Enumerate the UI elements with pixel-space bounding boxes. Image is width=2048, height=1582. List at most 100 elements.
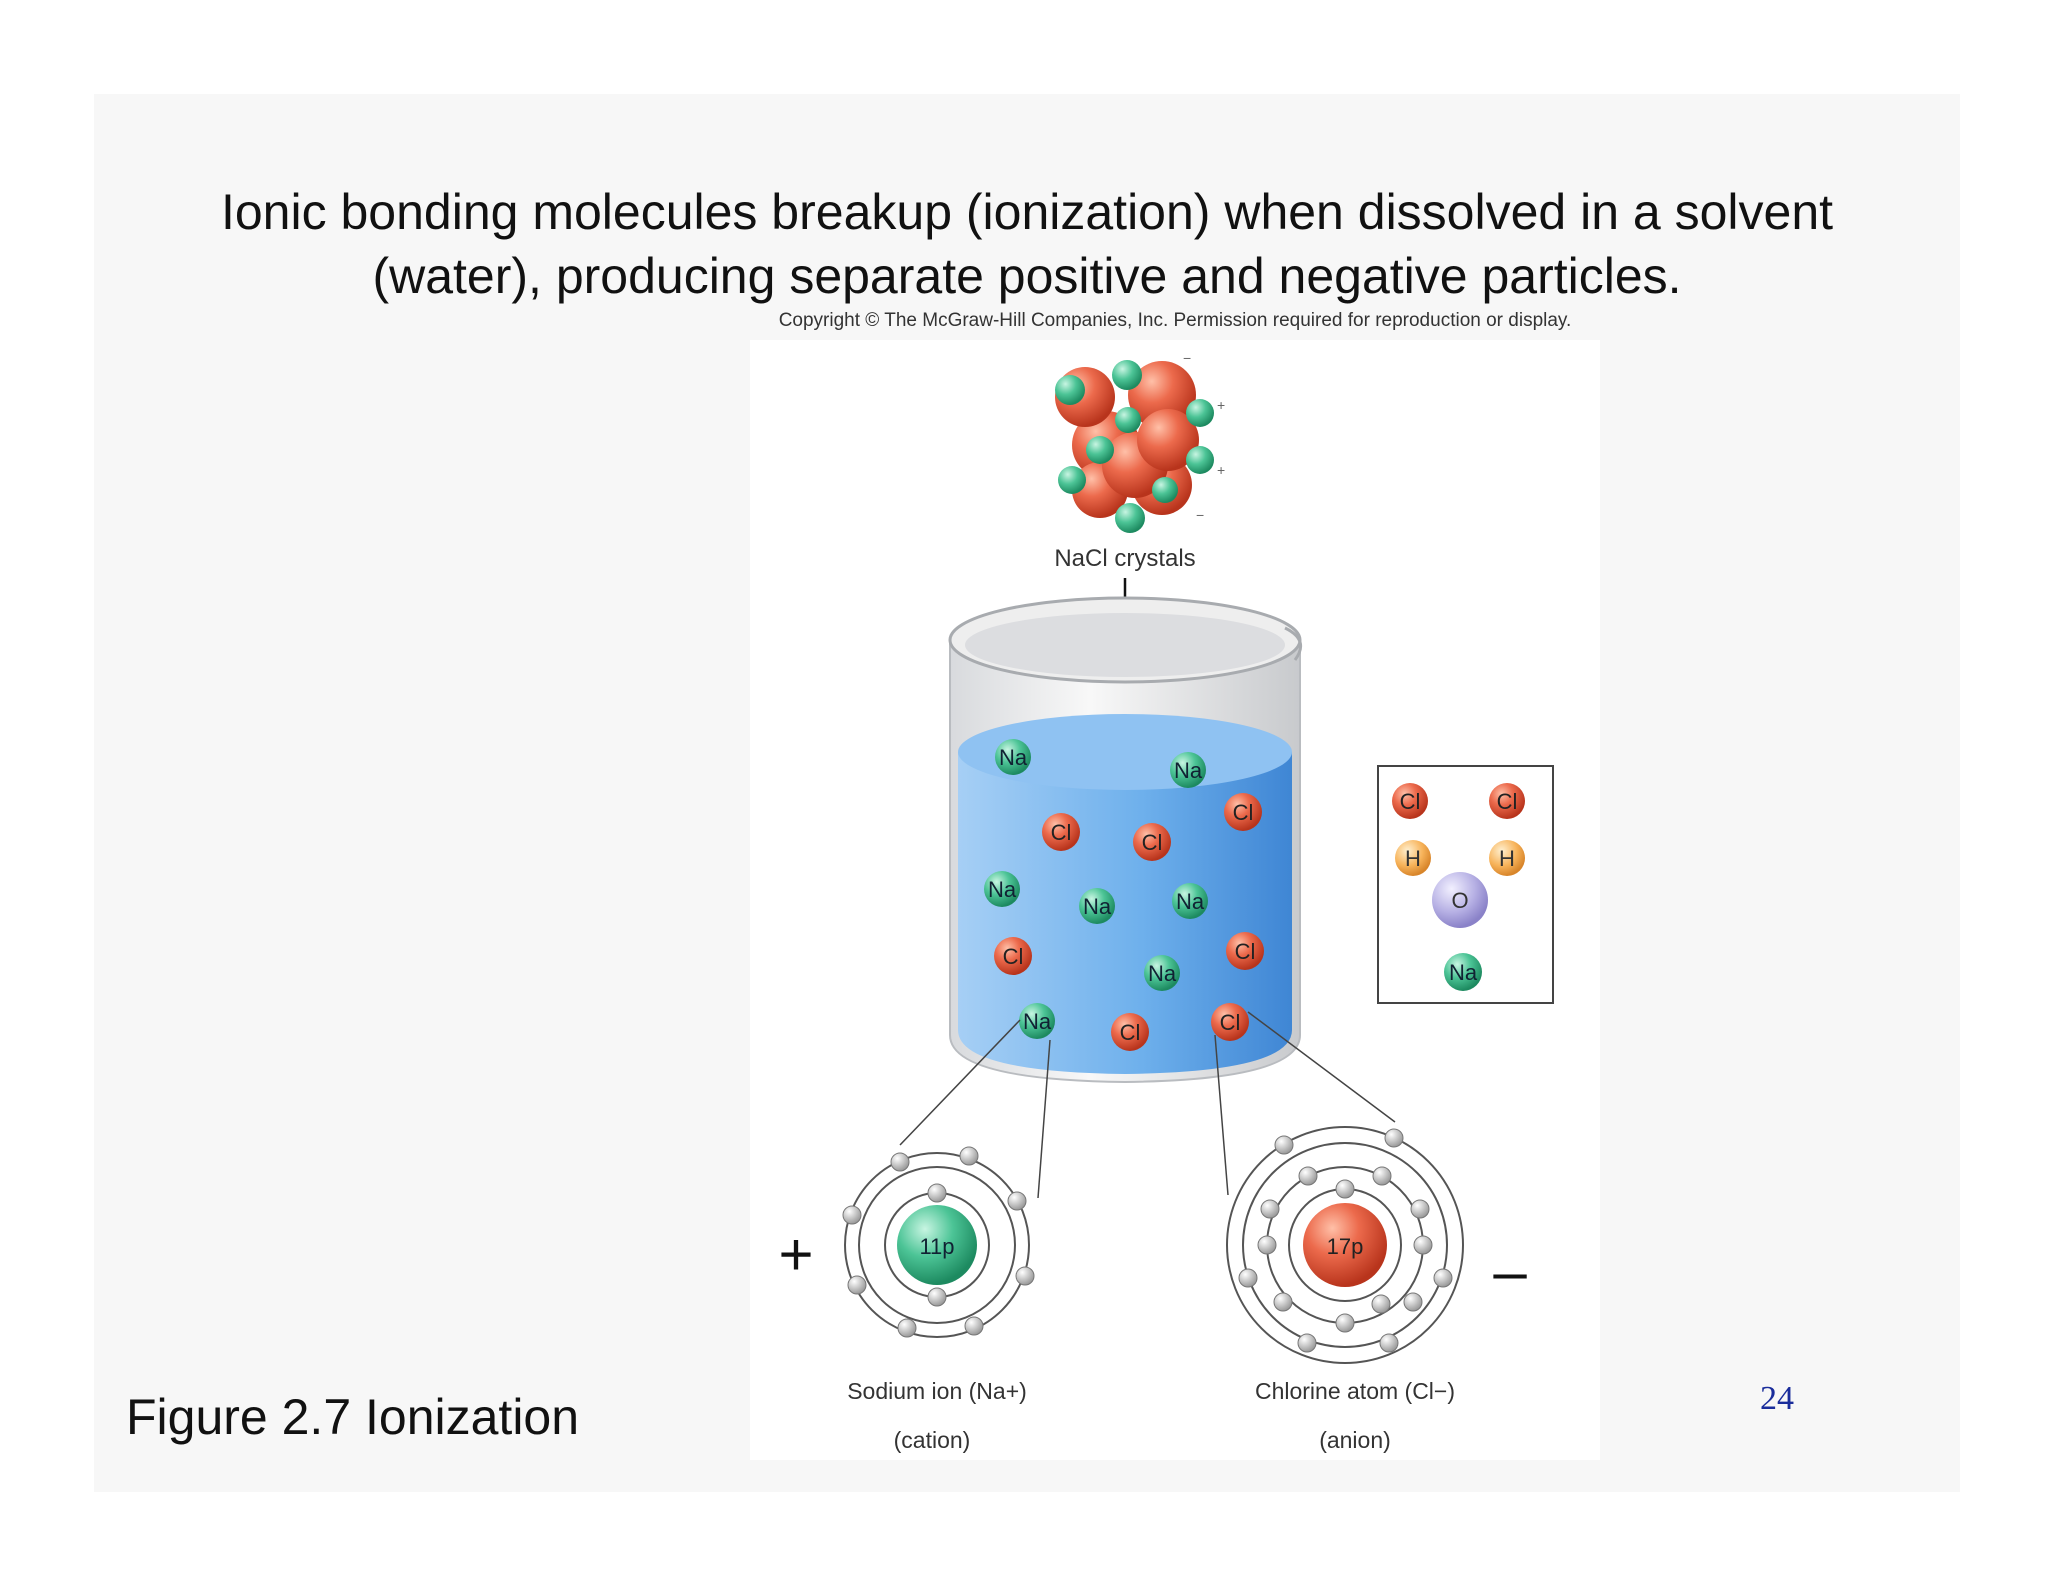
- crystal-charge-label: +: [1217, 462, 1225, 478]
- chlorine-electrons: [1238, 1128, 1453, 1353]
- sodium-ion-label: Na: [1174, 758, 1203, 783]
- cation-label: (cation): [894, 1427, 971, 1453]
- chloride-ion-label: Cl: [1003, 944, 1024, 969]
- sodium-ion-label: Na: [1023, 1009, 1052, 1034]
- electron: [1384, 1128, 1404, 1148]
- electron: [1410, 1199, 1430, 1219]
- electron: [1007, 1191, 1027, 1211]
- crystal-sodium-ion: [1152, 477, 1178, 503]
- chloride-ion-label: Cl: [1142, 830, 1163, 855]
- electron: [959, 1146, 979, 1166]
- sodium-electrons: [842, 1146, 1035, 1338]
- water-surface: [958, 714, 1292, 790]
- pointer-line: [899, 1019, 1021, 1146]
- electron: [1260, 1199, 1280, 1219]
- chloride-ion: [1226, 932, 1264, 970]
- chloride-ion-label: Cl: [1233, 800, 1254, 825]
- legend-hydrogen-label: H: [1499, 846, 1515, 871]
- chloride-ion-label: Cl: [1235, 939, 1256, 964]
- beaker: [948, 596, 1303, 1084]
- electron: [890, 1152, 910, 1172]
- crystal-sodium-ion: [1186, 446, 1214, 474]
- legend-hydrogen-label: H: [1405, 846, 1421, 871]
- electron: [927, 1287, 947, 1307]
- crystal-charge-label: −: [1196, 507, 1204, 523]
- sodium-ion: [1019, 1003, 1055, 1039]
- electron: [1335, 1313, 1355, 1333]
- electron: [1238, 1268, 1258, 1288]
- chloride-ion: [1042, 813, 1080, 851]
- crystal-sodium-ion: [1186, 399, 1214, 427]
- chloride-ion: [1111, 1013, 1149, 1051]
- electron: [1403, 1292, 1423, 1312]
- chloride-ion: [1224, 793, 1262, 831]
- page-number: 24: [1760, 1380, 1794, 1417]
- title-line-1: Ionic bonding molecules breakup (ionizat…: [220, 184, 1834, 240]
- legend-chloride-label: Cl: [1497, 789, 1518, 814]
- legend-oxygen-atom: [1432, 872, 1488, 928]
- figure-caption: Figure 2.7 Ionization: [126, 1389, 580, 1445]
- crystal-sodium-ion: [1055, 375, 1085, 405]
- sodium-ion: [1172, 883, 1208, 919]
- sodium-ion-label: Na: [1083, 894, 1112, 919]
- electron-shell-third: [1242, 1142, 1448, 1348]
- pointer-line: [1247, 1011, 1396, 1123]
- sodium-ion-label: Na: [988, 877, 1017, 902]
- sodium-nucleus: [897, 1205, 977, 1285]
- legend-sodium-ion: [1444, 953, 1482, 991]
- chloride-ion-label: Cl: [1120, 1020, 1141, 1045]
- chloride-ion: [1211, 1003, 1249, 1041]
- sodium-ion-label: Na: [1148, 961, 1177, 986]
- nacl-crystal: − + + −: [1055, 350, 1225, 533]
- sodium-ion: [1079, 888, 1115, 924]
- electron: [964, 1316, 984, 1336]
- crystal-chloride-ion: [1137, 409, 1199, 471]
- water: [958, 752, 1292, 1074]
- pointer-lines: [899, 1011, 1396, 1199]
- negative-sign: –: [1493, 1238, 1527, 1305]
- crystal-sodium-ion: [1115, 503, 1145, 533]
- electron: [1273, 1292, 1293, 1312]
- electron-shell-outer: [844, 1152, 1030, 1338]
- electron: [1257, 1235, 1277, 1255]
- legend-hydrogen-atom: [1395, 840, 1431, 876]
- legend-chloride-ion: [1489, 783, 1525, 819]
- sodium-ion-label: Sodium ion (Na+): [847, 1378, 1027, 1404]
- positive-sign: +: [778, 1221, 813, 1288]
- electron-shell-middle: [858, 1166, 1016, 1324]
- chlorine-nucleus-label: 17p: [1327, 1234, 1364, 1259]
- pointer-line: [1037, 1039, 1051, 1199]
- legend-hydrogen-atom: [1489, 840, 1525, 876]
- sodium-ion-model: 11p: [842, 1146, 1035, 1338]
- electron: [1335, 1179, 1355, 1199]
- legend-chloride-ion: [1392, 783, 1428, 819]
- sodium-ion: [1170, 752, 1206, 788]
- chlorine-ion-model: 17p: [1226, 1126, 1464, 1364]
- crystal-sodium-ion: [1112, 360, 1142, 390]
- chloride-ion-label: Cl: [1220, 1010, 1241, 1035]
- sodium-ion: [995, 739, 1031, 775]
- electron: [1297, 1333, 1317, 1353]
- electron: [1298, 1166, 1318, 1186]
- sodium-ion-label: Na: [999, 745, 1028, 770]
- copyright-notice: Copyright © The McGraw-Hill Companies, I…: [778, 310, 1572, 331]
- electron: [1433, 1268, 1453, 1288]
- crystal-sodium-ion: [1115, 407, 1141, 433]
- electron: [897, 1318, 917, 1338]
- crystal-label: NaCl crystals: [1054, 545, 1195, 572]
- electron: [1371, 1294, 1391, 1314]
- chloride-ion: [994, 937, 1032, 975]
- pointer-line: [1214, 1034, 1229, 1196]
- legend-oxygen-label: O: [1451, 888, 1468, 913]
- chloride-ion-label: Cl: [1051, 820, 1072, 845]
- sodium-ion: [1144, 955, 1180, 991]
- chlorine-nucleus: [1303, 1203, 1387, 1287]
- chlorine-atom-label: Chlorine atom (Cl−): [1255, 1378, 1455, 1404]
- legend-sodium-label: Na: [1449, 960, 1478, 985]
- sodium-nucleus-label: 11p: [919, 1234, 954, 1259]
- crystal-sodium-ion: [1086, 436, 1114, 464]
- chloride-ion: [1133, 823, 1171, 861]
- crystal-sodium-ion: [1058, 466, 1086, 494]
- title-line-2: (water), producing separate positive and…: [372, 248, 1682, 304]
